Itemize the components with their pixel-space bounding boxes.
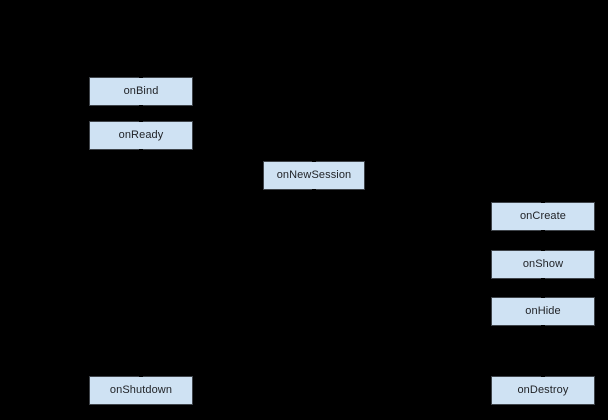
node-onbind-label: onBind [123, 85, 159, 97]
node-onready: onReady [89, 121, 193, 150]
node-onnewsession: onNewSession [263, 161, 365, 190]
node-onready-label: onReady [118, 129, 164, 141]
node-onshow: onShow [491, 250, 595, 279]
node-ondestroy: onDestroy [491, 376, 595, 405]
node-onhide-label: onHide [525, 305, 561, 317]
node-ondestroy-label: onDestroy [517, 384, 569, 396]
node-onbind: onBind [89, 77, 193, 106]
node-onshutdown: onShutdown [89, 376, 193, 405]
node-onhide: onHide [491, 297, 595, 326]
node-onshow-label: onShow [522, 258, 564, 270]
node-onnewsession-label: onNewSession [276, 169, 352, 181]
node-onshutdown-label: onShutdown [109, 384, 173, 396]
node-oncreate: onCreate [491, 202, 595, 231]
node-oncreate-label: onCreate [519, 210, 567, 222]
